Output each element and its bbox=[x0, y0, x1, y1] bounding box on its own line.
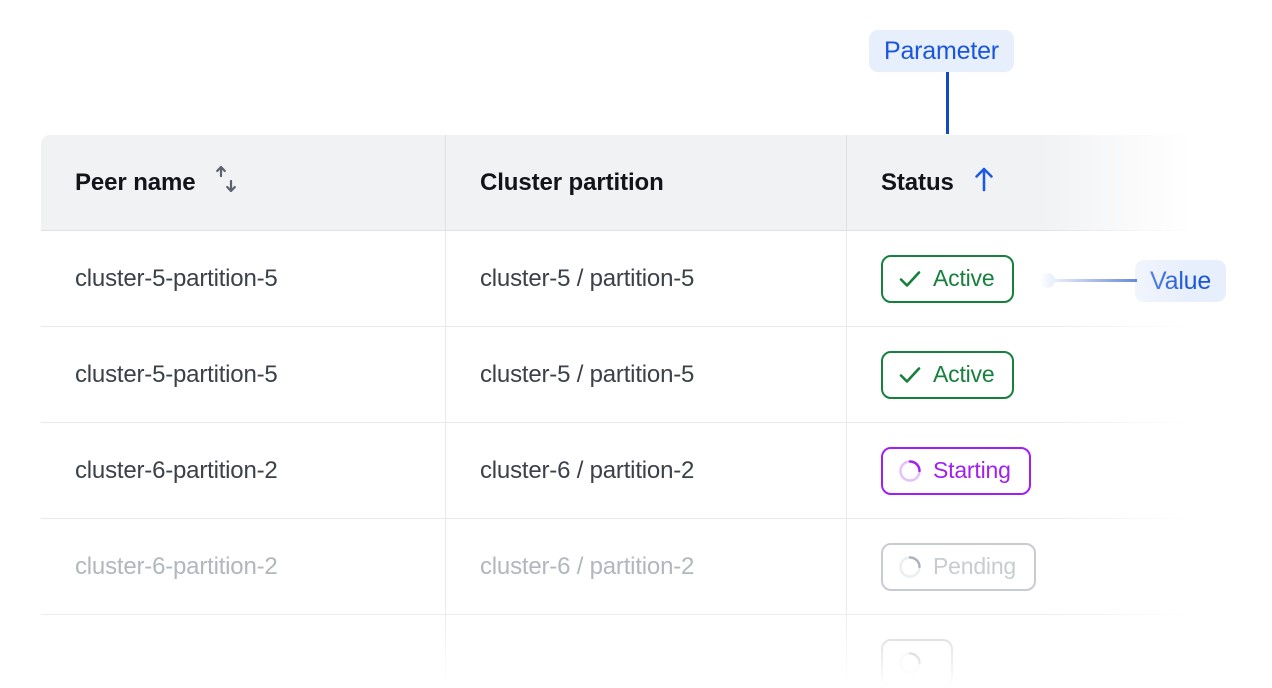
table-row[interactable]: cluster-5-partition-5 cluster-5 / partit… bbox=[41, 230, 1200, 327]
cell-cluster-partition bbox=[445, 614, 847, 688]
cell-status: Starting bbox=[846, 422, 1200, 519]
arrow-up-icon[interactable] bbox=[970, 164, 998, 201]
spinner-icon bbox=[897, 458, 923, 484]
table-header-row: Peer name Cluster partition bbox=[41, 135, 1200, 231]
column-header-status[interactable]: Status bbox=[846, 135, 1200, 231]
table-row[interactable]: cluster-6-partition-2 cluster-6 / partit… bbox=[41, 422, 1200, 519]
cell-peer-name bbox=[41, 614, 446, 688]
status-badge-label: Active bbox=[933, 361, 995, 387]
cell-cluster-partition: cluster-5 / partition-5 bbox=[445, 326, 847, 423]
spinner-icon bbox=[897, 554, 923, 580]
status-badge: Pending bbox=[881, 542, 1037, 591]
table-fade-mask: Peer name Cluster partition bbox=[40, 134, 1201, 688]
cell-status: Pending bbox=[846, 518, 1200, 615]
annotation-connector-line-parameter bbox=[946, 72, 949, 157]
cell-status bbox=[846, 614, 1200, 688]
cell-cluster-partition: cluster-6 / partition-2 bbox=[445, 422, 847, 519]
cell-status: Active bbox=[846, 230, 1200, 327]
check-icon bbox=[897, 266, 923, 292]
table-header: Peer name Cluster partition bbox=[41, 135, 1200, 231]
status-badge-label: Starting bbox=[933, 457, 1011, 483]
cell-status: Active bbox=[846, 326, 1200, 423]
status-badge: Active bbox=[881, 254, 1015, 303]
column-header-status-label: Status bbox=[881, 168, 954, 196]
table-row[interactable]: cluster-6-partition-2 cluster-6 / partit… bbox=[41, 518, 1200, 615]
table-row[interactable]: cluster-5-partition-5 cluster-5 / partit… bbox=[41, 326, 1200, 423]
cell-peer-name: cluster-5-partition-5 bbox=[41, 230, 446, 327]
status-badge: Active bbox=[881, 350, 1015, 399]
table-row[interactable] bbox=[41, 614, 1200, 688]
annotation-badge-parameter: Parameter bbox=[869, 30, 1014, 72]
column-header-peer-name-label: Peer name bbox=[75, 168, 196, 196]
cell-peer-name: cluster-6-partition-2 bbox=[41, 518, 446, 615]
cell-cluster-partition: cluster-6 / partition-2 bbox=[445, 518, 847, 615]
check-icon bbox=[897, 362, 923, 388]
column-header-peer-name[interactable]: Peer name bbox=[41, 135, 446, 231]
sort-updown-icon[interactable] bbox=[212, 164, 240, 201]
cell-peer-name: cluster-6-partition-2 bbox=[41, 422, 446, 519]
cell-cluster-partition: cluster-5 / partition-5 bbox=[445, 230, 847, 327]
cell-peer-name: cluster-5-partition-5 bbox=[41, 326, 446, 423]
table-body: cluster-5-partition-5 cluster-5 / partit… bbox=[41, 230, 1200, 688]
status-badge-label: Active bbox=[933, 265, 995, 291]
status-badge: Starting bbox=[881, 446, 1031, 495]
column-header-cluster-partition[interactable]: Cluster partition bbox=[445, 135, 847, 231]
status-badge bbox=[881, 638, 953, 687]
spinner-icon bbox=[897, 650, 923, 676]
column-header-cluster-partition-label: Cluster partition bbox=[480, 168, 664, 196]
status-badge-label: Pending bbox=[933, 553, 1017, 579]
peers-table: Peer name Cluster partition bbox=[40, 134, 1201, 688]
